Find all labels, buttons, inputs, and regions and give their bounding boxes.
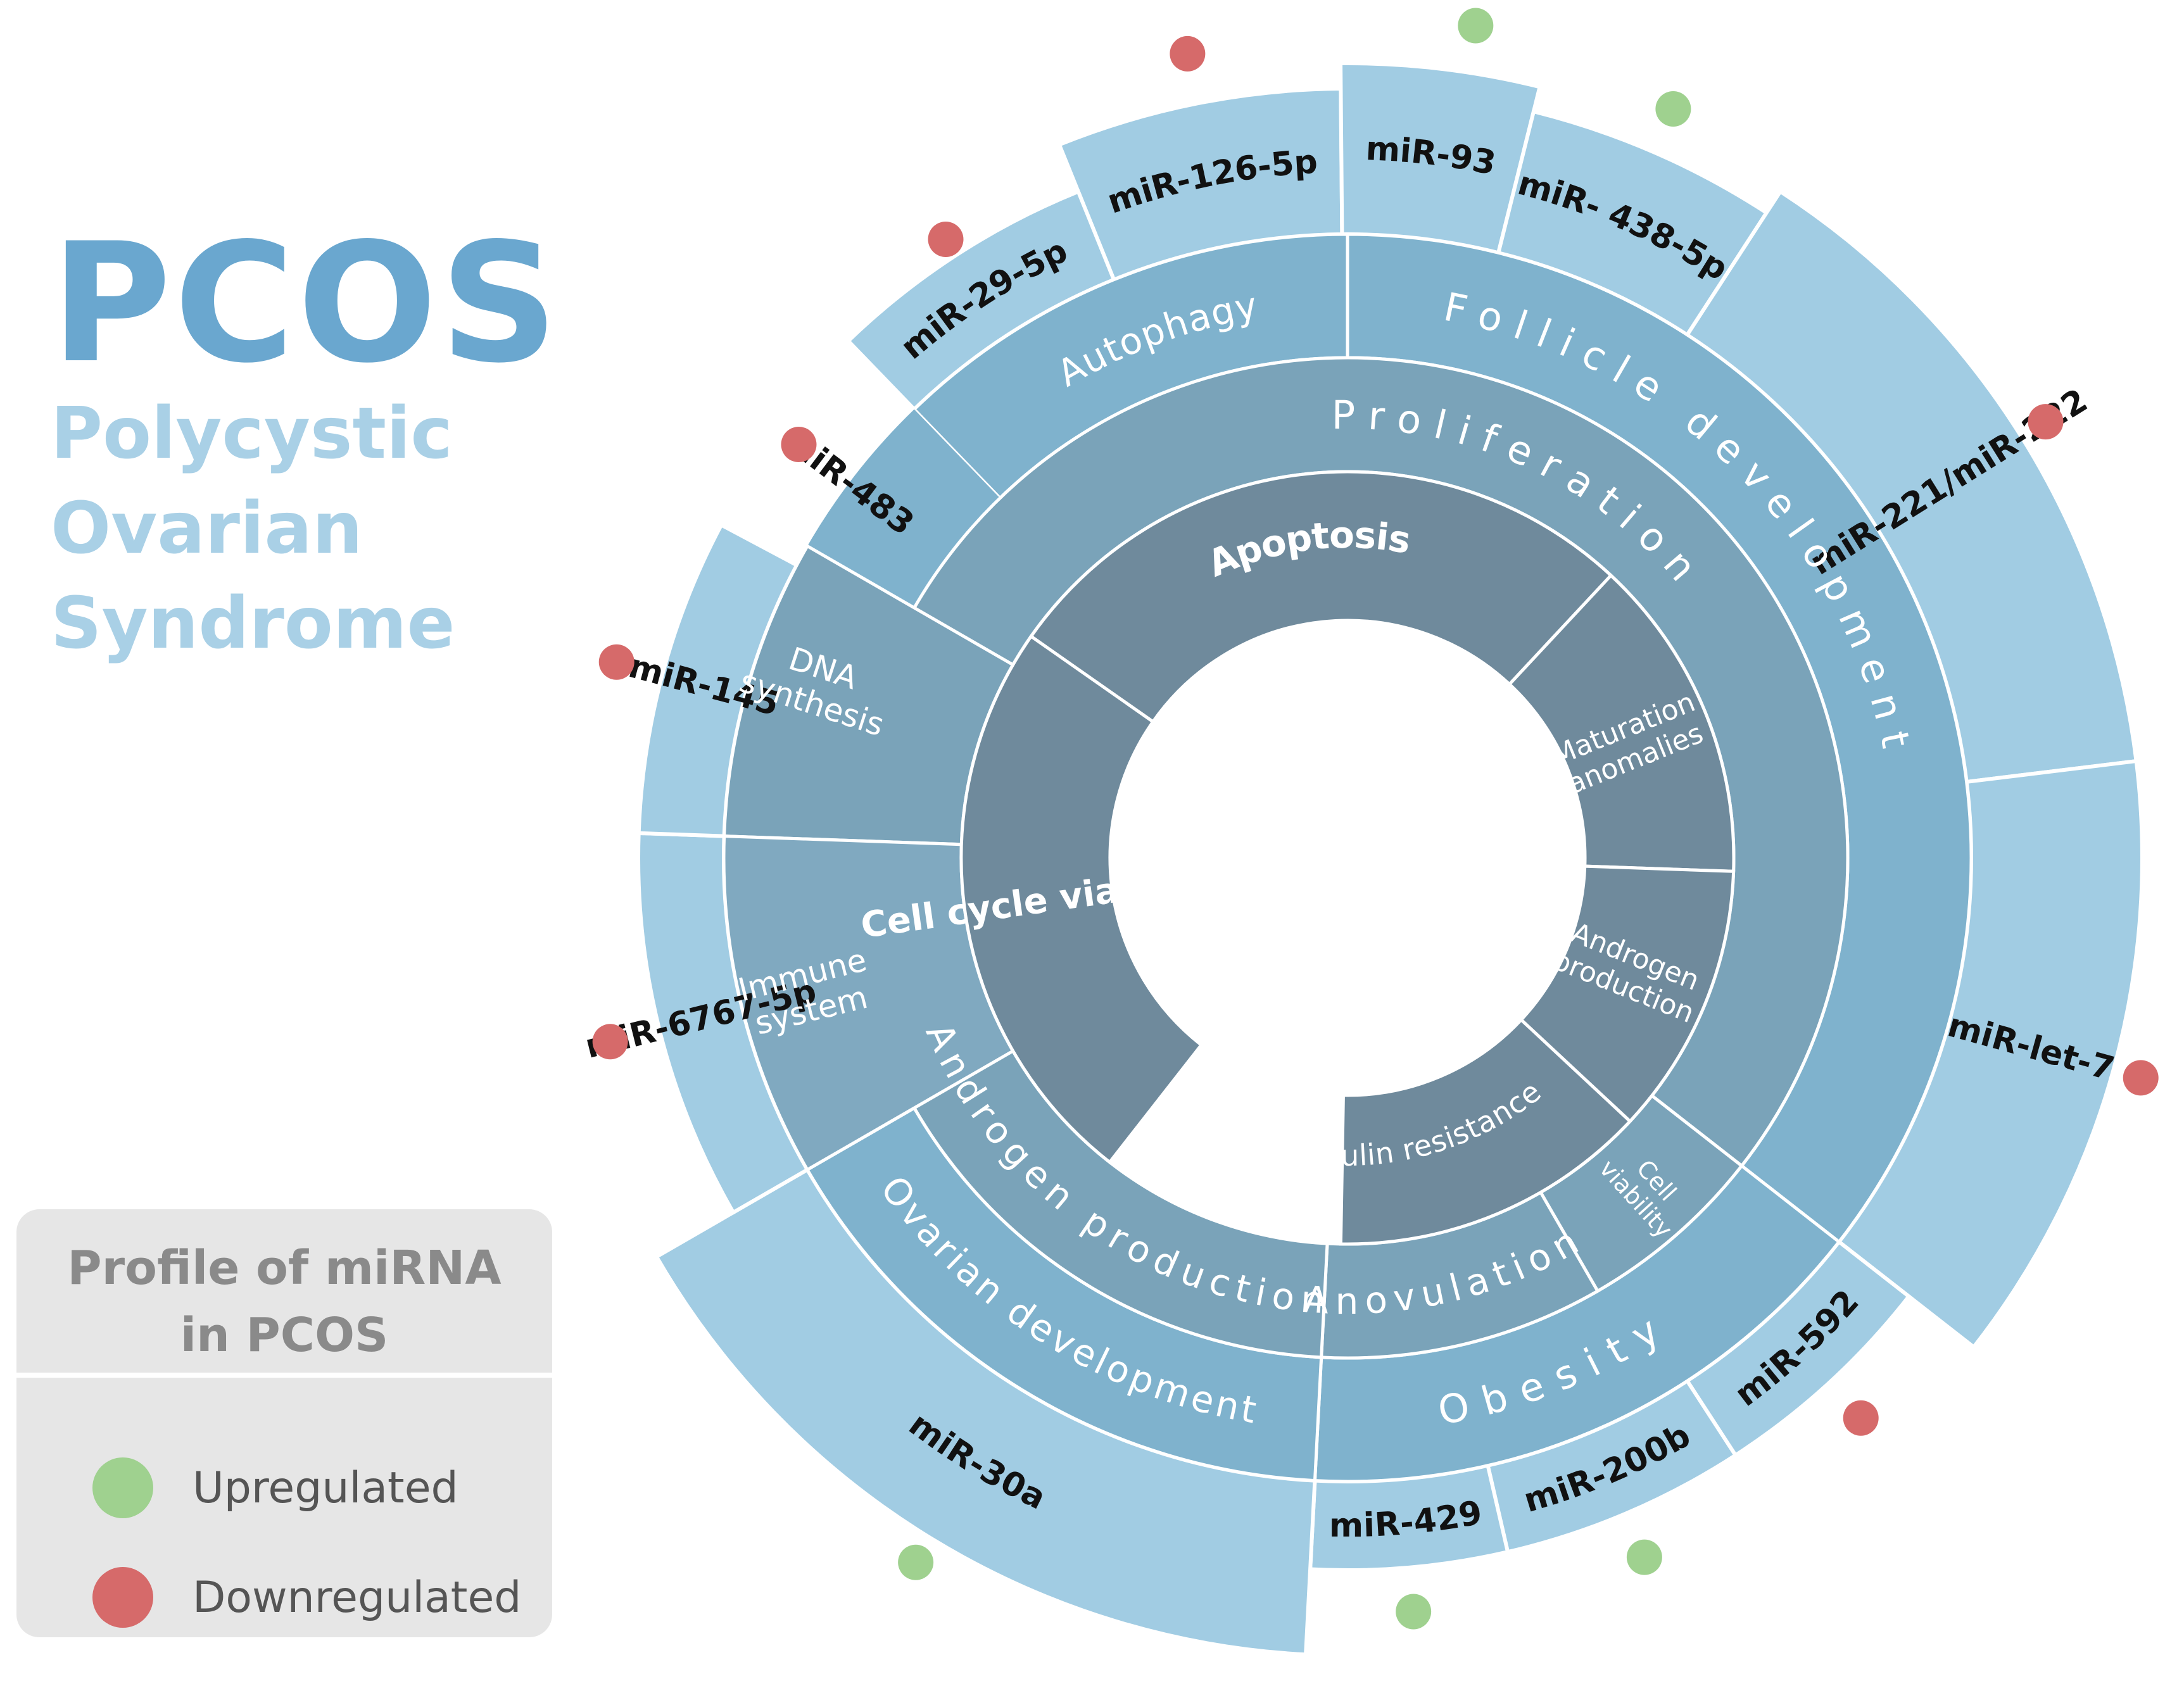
mirna-mir-145-downregulated-dot-icon: [598, 644, 634, 680]
subtitle-line-1: Polycystic: [51, 393, 453, 475]
legend-title-line-2: in PCOS: [180, 1308, 389, 1362]
mirna-mir-30a-upregulated-dot-icon: [898, 1544, 934, 1580]
center-hole: [1112, 622, 1583, 1093]
inner-ring-cell-cycle-viability-segment: [959, 634, 1204, 1165]
legend-box: Profile of miRNA in PCOS Upregulated Dow…: [16, 1209, 552, 1637]
legend-item-upregulated: Upregulated: [92, 1456, 458, 1519]
mirna-mir-221-mir-222-downregulated-dot-icon: [2028, 404, 2064, 440]
mirna-mir-438-5p-upregulated-dot-icon: [1655, 91, 1691, 127]
downregulated-dot-icon: [92, 1567, 153, 1628]
mirna-mir-429-upregulated-dot-icon: [1396, 1594, 1432, 1630]
inner-ring-insulin-resistance-segment: [1339, 1017, 1632, 1246]
mirna-mir-592-downregulated-dot-icon: [1843, 1400, 1879, 1436]
subtitle-line-2: Ovarian: [51, 488, 363, 570]
mirna-mir-483-downregulated-dot-icon: [781, 427, 817, 463]
inner-ring-maturation-anomalies-segment: [1507, 573, 1736, 873]
legend-label-downregulated: Downregulated: [193, 1572, 522, 1623]
mirna-mir-let-7-downregulated-dot-icon: [2123, 1060, 2159, 1096]
mirna-mir-6767-5p-downregulated-dot-icon: [592, 1024, 628, 1060]
legend-divider: [16, 1373, 552, 1378]
inner-ring-apoptosis-segment: [1028, 470, 1613, 724]
mirna-mir-93-upregulated-dot-icon: [1458, 8, 1494, 44]
mirna-mir-200b-upregulated-dot-icon: [1626, 1539, 1662, 1575]
legend-label-upregulated: Upregulated: [193, 1463, 458, 1513]
title-block: PCOS Polycystic Ovarian Syndrome: [51, 222, 561, 671]
subtitle-line-3: Syndrome: [51, 582, 455, 665]
inner-ring-androgen-production-segment: [1518, 864, 1736, 1124]
mirna-mir-126-5p-downregulated-dot-icon: [1170, 35, 1206, 72]
mirna-mir-29-5p-downregulated-dot-icon: [928, 221, 964, 257]
legend-item-downregulated: Downregulated: [92, 1566, 521, 1629]
page-title: PCOS: [51, 208, 561, 400]
upregulated-dot-icon: [92, 1457, 153, 1518]
legend-title-line-1: Profile of miRNA: [67, 1241, 502, 1295]
legend-title: Profile of miRNA in PCOS: [16, 1235, 552, 1369]
